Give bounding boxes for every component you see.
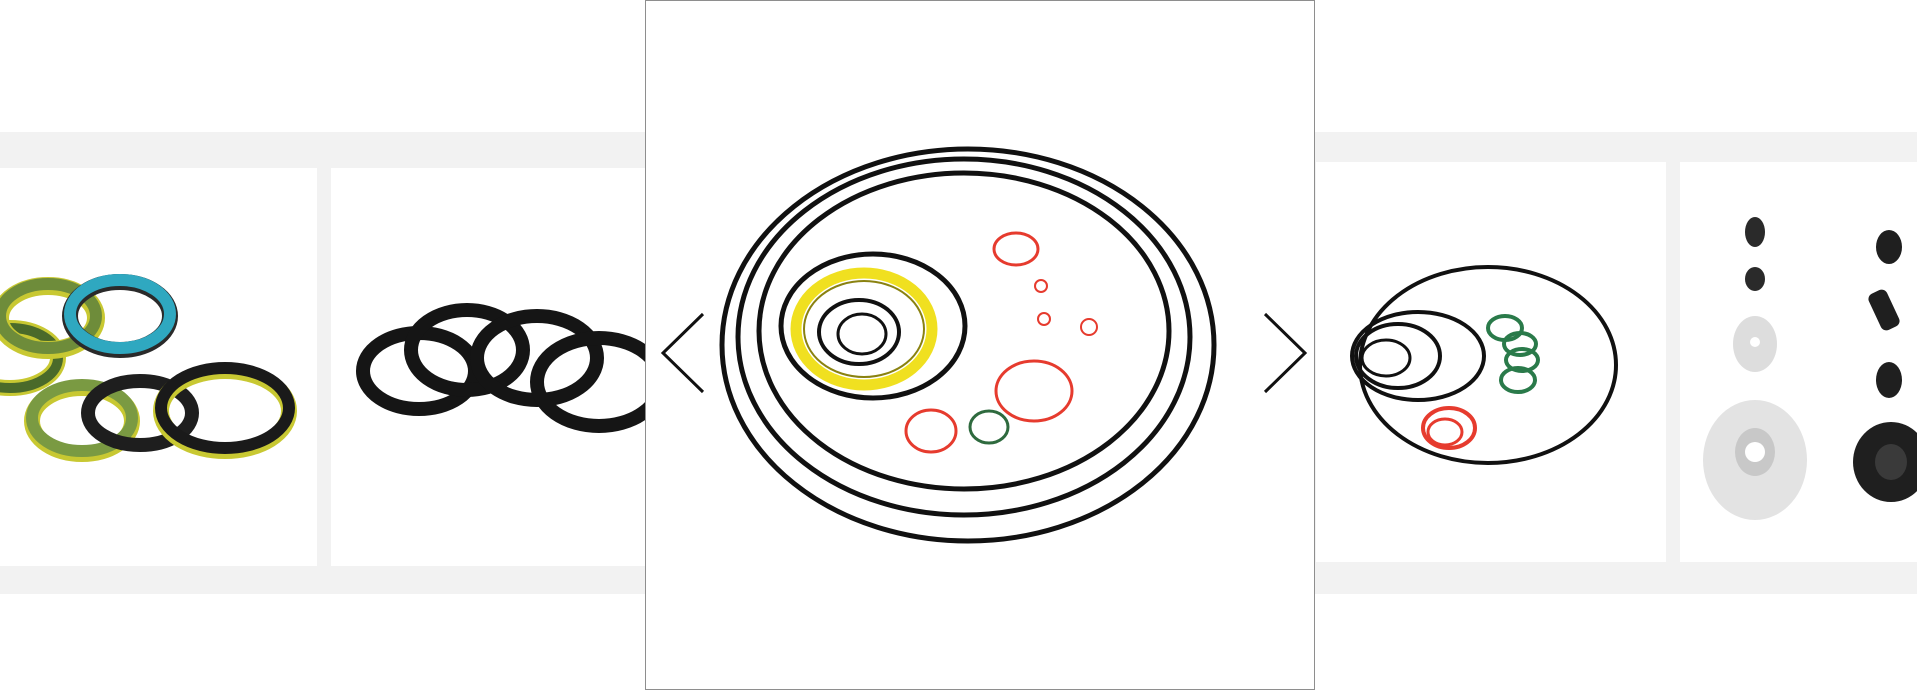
chevron-left-icon bbox=[660, 312, 705, 394]
o-ring-kit-image bbox=[719, 146, 1217, 544]
product-card-black-oil-seals[interactable] bbox=[331, 168, 646, 566]
active-slide-frame[interactable] bbox=[645, 0, 1315, 690]
product-card-oil-seals-green[interactable] bbox=[0, 168, 317, 566]
chevron-right-icon bbox=[1263, 312, 1308, 394]
carousel-next-button[interactable]: chevron-right-icon bbox=[1256, 308, 1316, 398]
o-ring-set-image bbox=[1350, 265, 1618, 465]
product-card-rubber-grommets[interactable] bbox=[1680, 162, 1917, 562]
product-card-o-ring-set[interactable] bbox=[1316, 162, 1666, 562]
rubber-grommets-image bbox=[1703, 217, 1917, 520]
oil-seals-green-blue-image bbox=[0, 274, 297, 462]
carousel-prev-button[interactable]: chevron-left-icon bbox=[652, 308, 712, 398]
black-oil-seals-image bbox=[356, 303, 646, 433]
